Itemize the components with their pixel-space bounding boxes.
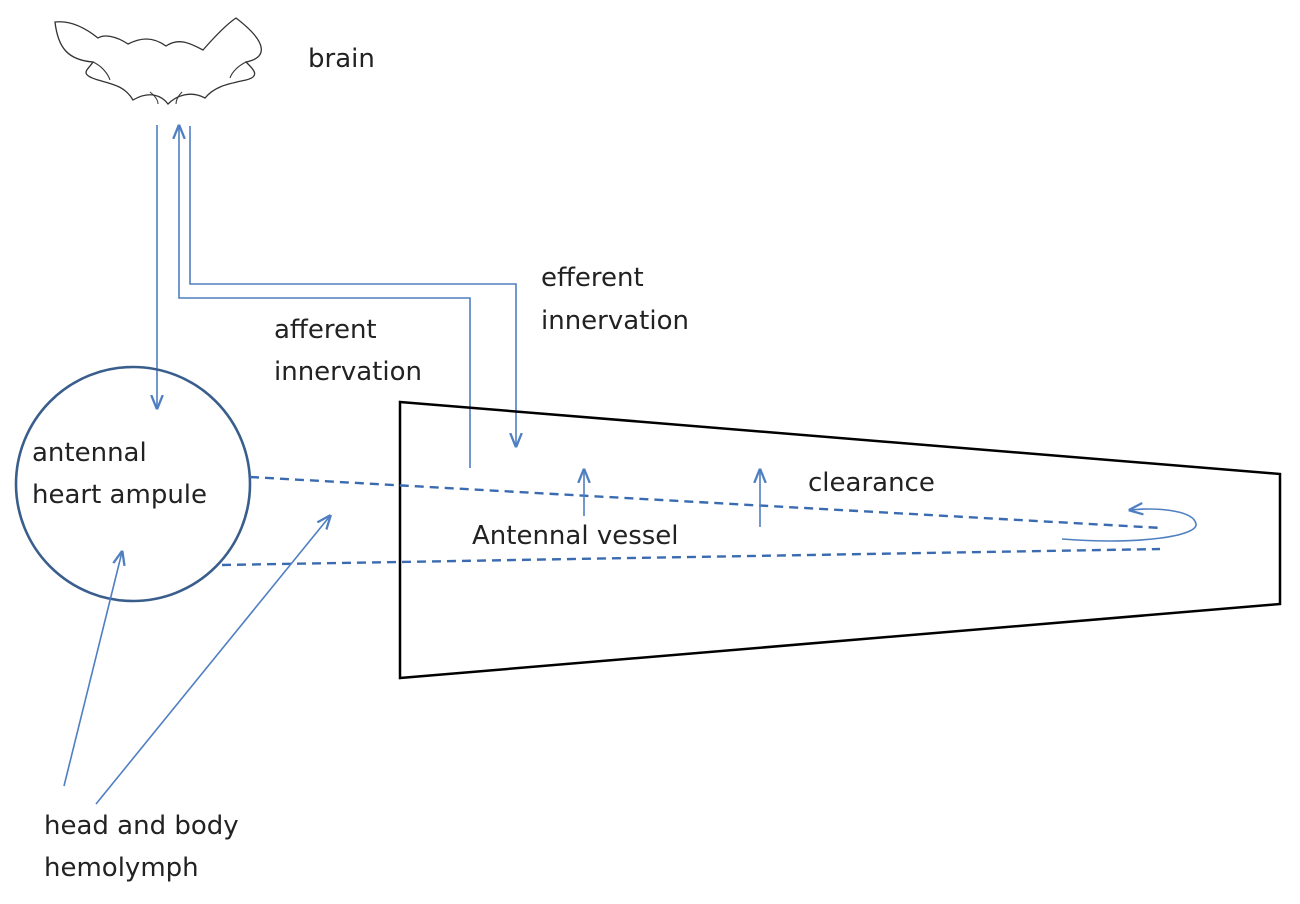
antennal-heart-ampule: [14, 365, 252, 603]
antennal-vessel-label: Antennal vessel: [472, 521, 679, 551]
afferent-label-line1: afferent: [274, 315, 377, 345]
vessel-tip-loop-arrow: [1061, 509, 1197, 542]
hemolymph-to-antenna-arrow: [95, 516, 330, 805]
clearance-label: clearance: [808, 468, 935, 498]
brain-label: brain: [308, 44, 375, 74]
hemolymph-to-ampule-arrow: [63, 552, 122, 787]
efferent-innervation-path: [189, 126, 516, 446]
afferent-innervation-path: [179, 126, 471, 468]
hemolymph-label-line1: head and body: [44, 811, 239, 841]
efferent-label-line2: innervation: [541, 306, 689, 336]
efferent-label-line1: efferent: [541, 263, 644, 293]
brain-icon: [54, 17, 262, 105]
ampule-label-line2: heart ampule: [32, 480, 207, 510]
antenna-outline: [398, 400, 1282, 680]
ampule-label-line1: antennal: [32, 438, 147, 468]
afferent-label-line2: innervation: [274, 357, 422, 387]
hemolymph-label-line2: hemolymph: [44, 853, 199, 883]
antennal-vessel-lower-wall: [221, 547, 1161, 567]
antennal-vessel-upper-wall: [249, 475, 1163, 530]
